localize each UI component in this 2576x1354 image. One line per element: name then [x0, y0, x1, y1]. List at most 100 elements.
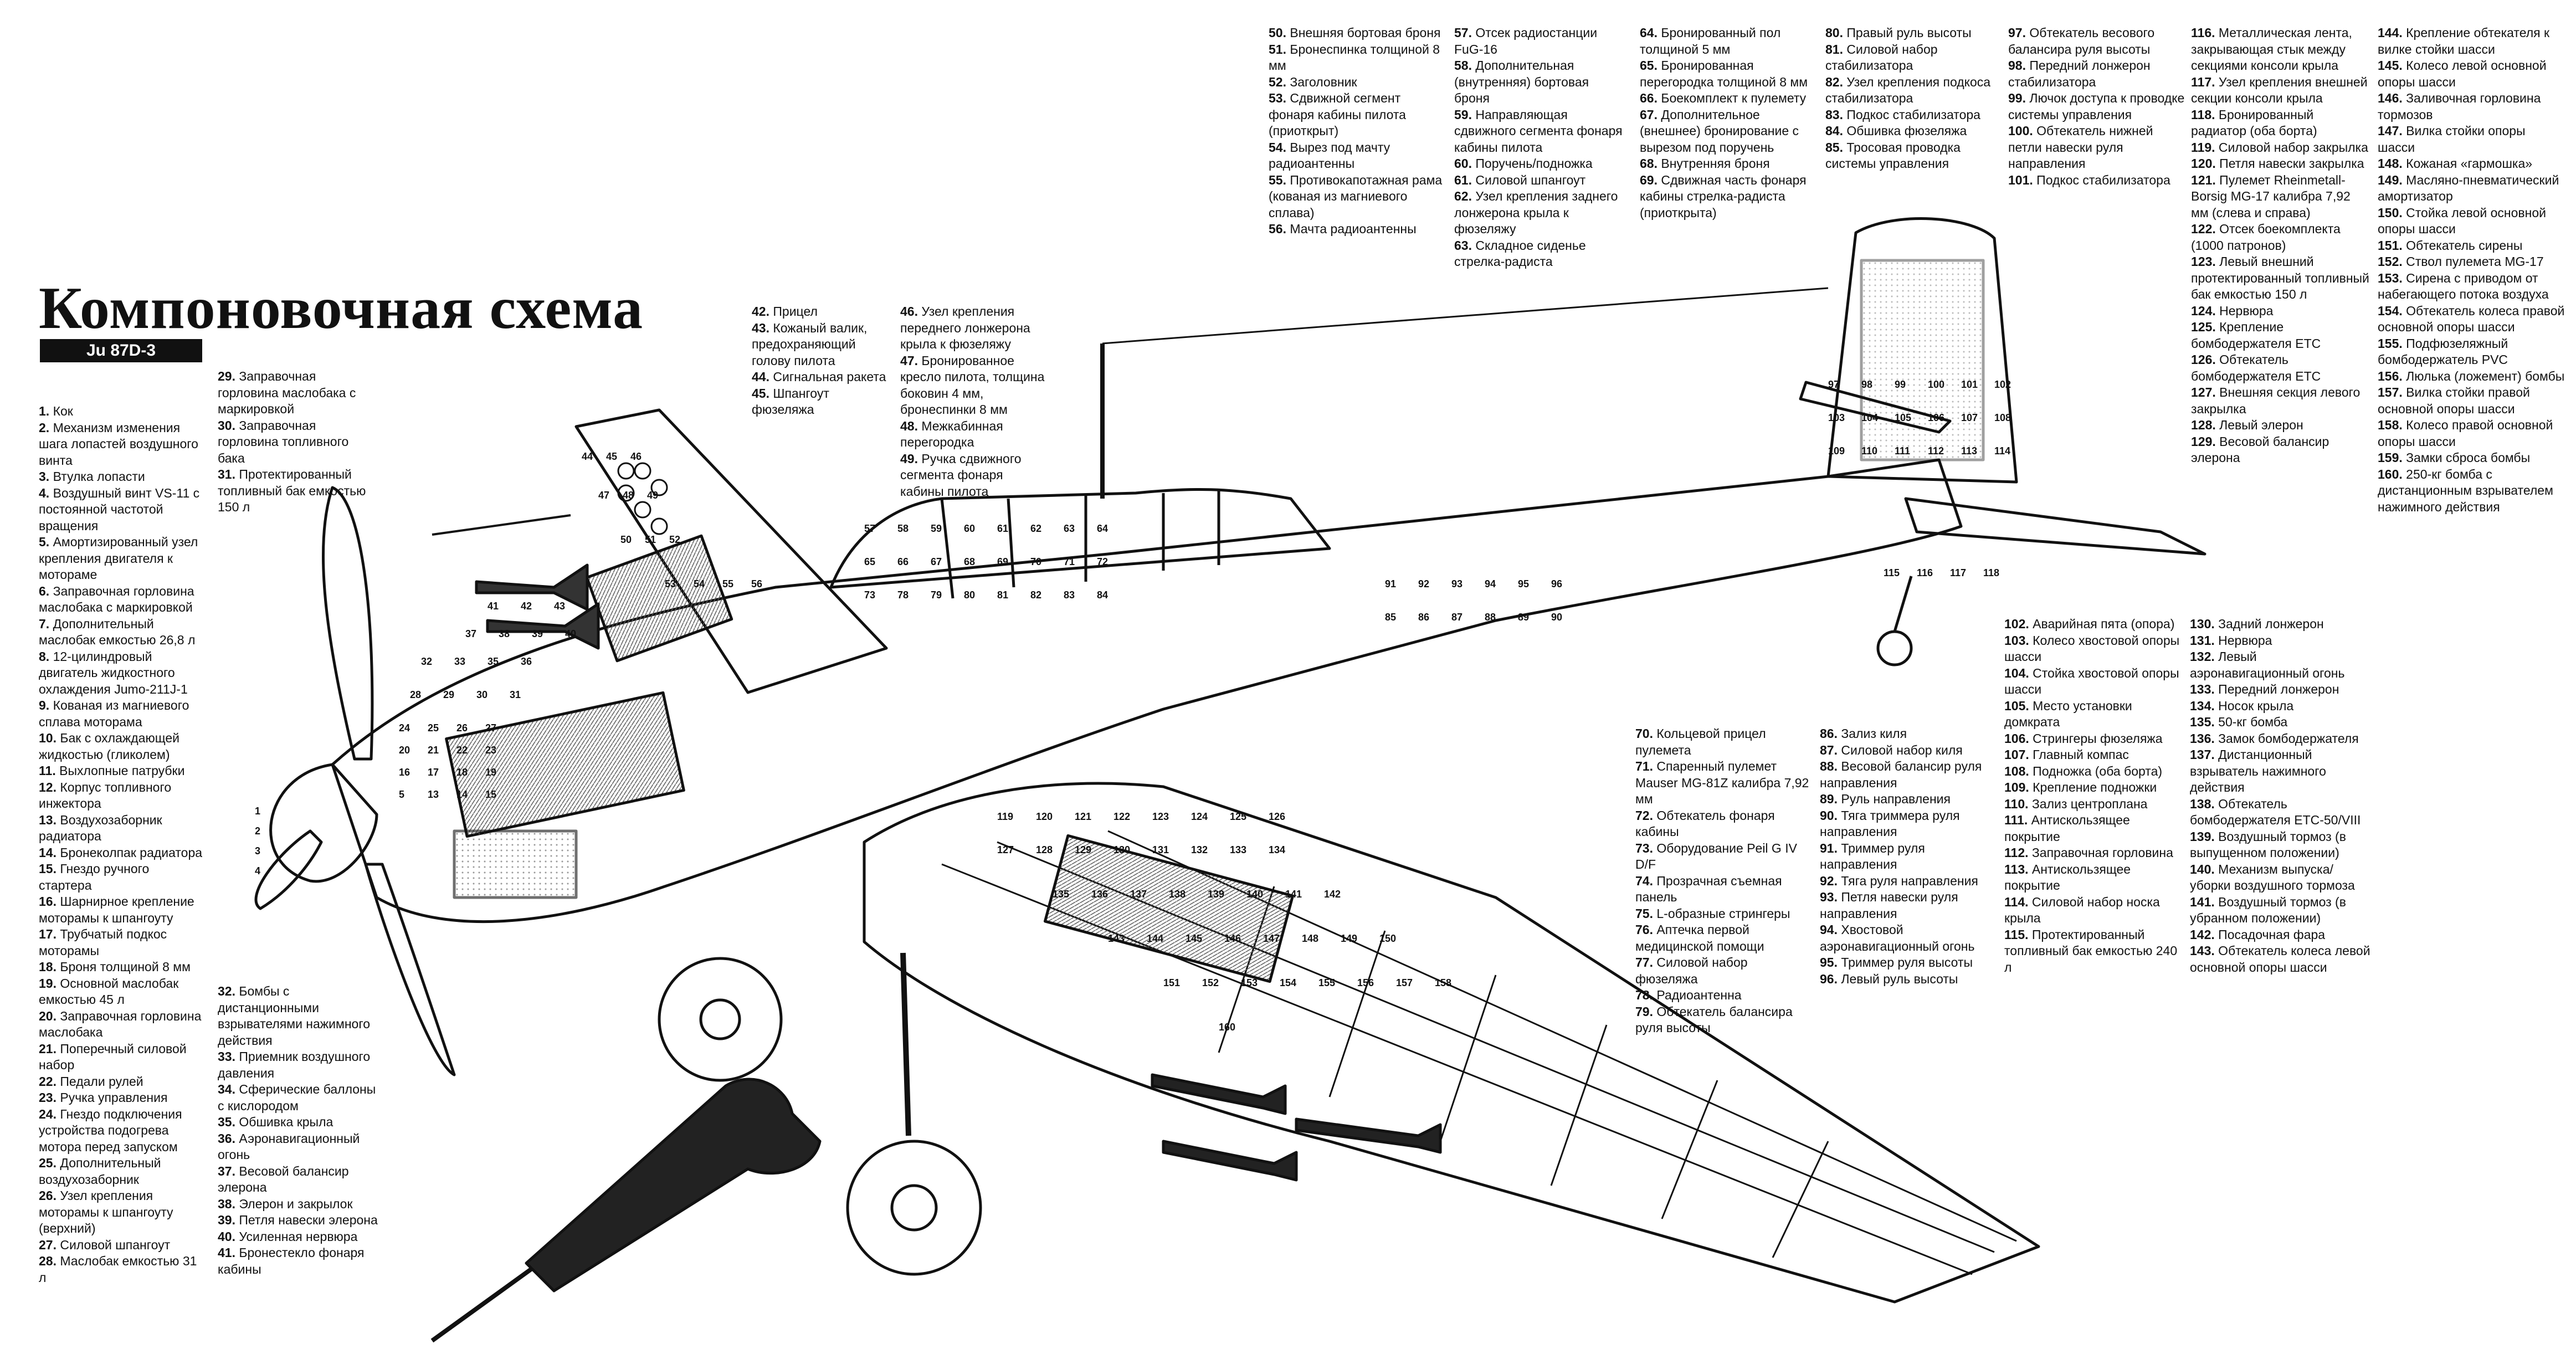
legend-item-text: Триммер руля высоты — [1841, 955, 1973, 970]
legend-item-text: Крепление подножки — [2033, 780, 2157, 794]
legend-item-text: Антискользящее покрытие — [2004, 813, 2130, 844]
legend-item: 112. Заправочная горловина — [2004, 845, 2182, 861]
callout: 68 — [964, 556, 975, 567]
callout: 69 — [997, 556, 1008, 567]
fuel-tank-hatched — [1043, 834, 1295, 983]
legend-item-text: Силовой набор закрылка — [2218, 140, 2368, 155]
callout: 49 — [647, 490, 658, 501]
legend-item-number: 99. — [2008, 91, 2026, 105]
legend-item-text: Поперечный силовой набор — [39, 1041, 187, 1073]
legend-item-text: Люлька (ложемент) бомбы — [2406, 368, 2565, 383]
legend-item-number: 131. — [2190, 633, 2215, 648]
legend-item-text: Шпангоут фюзеляжа — [752, 386, 829, 417]
callout: 78 — [897, 589, 909, 601]
legend-item: 39. Петля навески элерона — [218, 1212, 378, 1229]
callout: 147 — [1263, 933, 1280, 944]
callout: 80 — [964, 589, 975, 601]
legend-item-number: 60. — [1454, 156, 1472, 171]
legend-item-number: 89. — [1820, 792, 1838, 806]
legend-item-text: Отсек боекомплекта (1000 патронов) — [2191, 222, 2341, 253]
legend-item-text: 250-кг бомба с дистанционным взрывателем… — [2378, 466, 2553, 514]
legend-item-number: 17. — [39, 927, 57, 941]
legend-item-number: 16. — [39, 894, 57, 909]
legend-item-number: 77. — [1635, 955, 1653, 970]
legend-item-number: 70. — [1635, 726, 1653, 741]
callout: 126 — [1269, 811, 1285, 822]
legend-item-number: 63. — [1454, 238, 1472, 253]
legend-item: 107. Главный компас — [2004, 747, 2182, 763]
legend-item: 159. Замки сброса бомбы — [2378, 450, 2566, 466]
callout: 47 — [598, 490, 609, 501]
legend-item-number: 26. — [39, 1188, 57, 1203]
legend-item: 120. Петля навески закрылка — [2191, 156, 2371, 172]
legend-item-text: Обтекатель нижней петли навески руля нап… — [2008, 124, 2153, 171]
legend-item-number: 92. — [1820, 873, 1838, 888]
callout: 52 — [669, 534, 680, 545]
callout: 59 — [931, 523, 942, 534]
callout: 58 — [897, 523, 909, 534]
legend-item-number: 75. — [1635, 906, 1653, 921]
legend-item-text: Воздухозаборник радиатора — [39, 812, 162, 844]
legend-item: 54. Вырез под мачту радиоантенны — [1269, 140, 1446, 172]
callout: 150 — [1379, 933, 1396, 944]
legend-item: 7. Дополнительный маслобак емкостью 26,8… — [39, 616, 205, 649]
callout: 85 — [1385, 612, 1396, 623]
legend-item: 15. Гнездо ручного стартера — [39, 861, 205, 894]
legend-item-number: 127. — [2191, 385, 2216, 399]
callout: 109 — [1828, 445, 1845, 457]
legend-item-number: 91. — [1820, 840, 1838, 855]
legend-item-number: 134. — [2190, 698, 2215, 713]
callout: 66 — [897, 556, 909, 567]
legend-item-text: Кованая из магниевого сплава моторама — [39, 698, 189, 729]
callout: 158 — [1435, 977, 1451, 988]
legend-item-text: Бронеспинка толщиной 8 мм — [1269, 42, 1440, 73]
callout: 116 — [1917, 567, 1933, 578]
legend-item-number: 144. — [2378, 25, 2403, 40]
callout: 53 — [665, 578, 676, 589]
legend-item-text: Хвостовой аэронавигационный огонь — [1820, 922, 1975, 953]
legend-item: 14. Бронеколпак радиатора — [39, 845, 205, 861]
legend-item-text: Силовой набор стабилизатора — [1825, 42, 1938, 73]
legend-item: 99. Лючок доступа к проводке системы упр… — [2008, 90, 2185, 123]
legend-item-text: Обтекатель фонаря кабины — [1635, 808, 1775, 839]
legend-item-text: Лючок доступа к проводке системы управле… — [2008, 91, 2185, 122]
callout: 20 — [399, 745, 410, 756]
legend-item-number: 73. — [1635, 840, 1653, 855]
legend-item: 86. Зализ киля — [1820, 726, 1994, 742]
legend-item-number: 69. — [1640, 172, 1658, 187]
callout: 15 — [485, 789, 496, 800]
legend-item-number: 25. — [39, 1156, 57, 1170]
legend-item-text: Колесо хвостовой опоры шасси — [2004, 633, 2180, 664]
legend-item-number: 47. — [900, 353, 918, 368]
legend-item: 47. Бронированное кресло пилота, толщина… — [900, 353, 1050, 418]
callout: 45 — [606, 451, 617, 462]
callout: 148 — [1302, 933, 1318, 944]
legend-item: 127. Внешняя секция левого закрылка — [2191, 384, 2371, 417]
legend-item: 143. Обтекатель колеса левой основной оп… — [2190, 943, 2373, 976]
callout: 123 — [1152, 811, 1169, 822]
legend-item: 141. Воздушный тормоз (в убранном положе… — [2190, 894, 2373, 927]
legend-item-text: Руль направления — [1841, 792, 1951, 806]
legend-item: 32. Бомбы с дистанционными взрывателями … — [218, 983, 378, 1049]
callout: 27 — [485, 722, 496, 734]
legend-item-text: Механизм изменения шага лопастей воздушн… — [39, 420, 198, 468]
legend-item-text: Заправочная горловина топливного бака — [218, 418, 349, 465]
propeller-blade-left — [254, 829, 323, 910]
legend-item-text: Петля навески руля направления — [1820, 890, 1958, 921]
legend-item-text: Обтекатель бомбодержателя ETC-50/VIII — [2190, 796, 2361, 828]
callout: 17 — [428, 767, 439, 778]
legend-item: 42. Прицел — [752, 304, 890, 320]
legend-item: 122. Отсек боекомплекта (1000 патронов) — [2191, 221, 2371, 254]
callout: 124 — [1191, 811, 1208, 822]
legend-item-text: Зализ центроплана — [2031, 796, 2148, 811]
legend-item: 58. Дополнительная (внутренняя) бортовая… — [1454, 58, 1626, 107]
legend-item-text: Протектированный топливный бак емкостью … — [218, 467, 366, 514]
legend-item-number: 21. — [39, 1041, 57, 1056]
callout: 97 — [1828, 379, 1839, 390]
callout: 40 — [565, 628, 576, 639]
legend-item-text: Тросовая проводка системы управления — [1825, 140, 1961, 171]
legend-item-number: 9. — [39, 698, 50, 712]
callout: 140 — [1246, 889, 1263, 900]
tail-wheel — [1876, 630, 1913, 666]
